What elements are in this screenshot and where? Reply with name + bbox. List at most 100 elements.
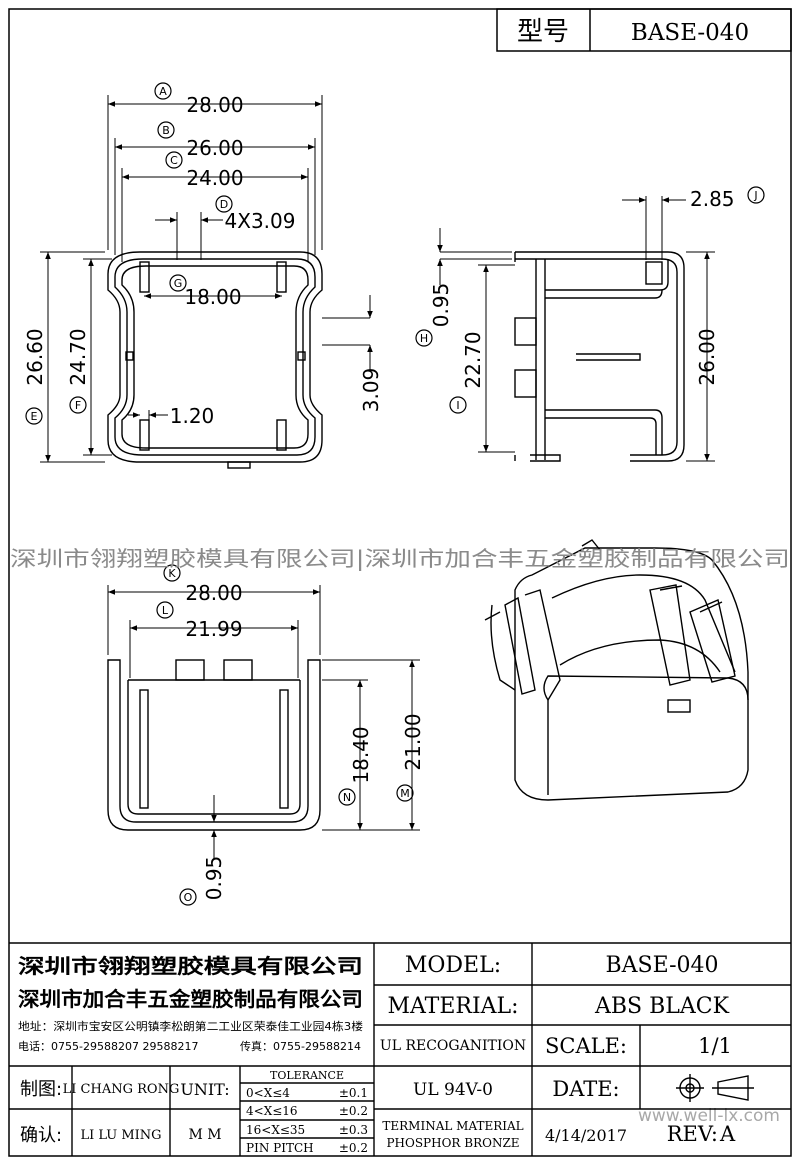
terminal-material-line-2: PHOSPHOR BRONZE [386, 1136, 519, 1150]
balloon-letters: A B C D E F G H I J K L M N O [31, 85, 758, 904]
material-value: ABS BLACK [594, 994, 730, 1019]
title-block-text: 深圳市翎翔塑胶模具有限公司 深圳市加合丰五金塑胶制品有限公司 地址：深圳市宝安区… [18, 953, 736, 1155]
ul-label: UL RECOGANITION [380, 1038, 526, 1054]
tol-value-1: ±0.1 [339, 1086, 368, 1100]
dim-D: 4X3.09 [225, 209, 296, 233]
projection-symbol-icon [676, 1074, 754, 1102]
header-model-value: BASE-040 [631, 20, 749, 46]
balloon-G [169, 274, 187, 292]
balloon-A [154, 82, 172, 100]
ul-value: UL 94V-0 [413, 1080, 493, 1100]
balloon-O [179, 888, 197, 906]
iso-view [484, 539, 749, 801]
model-label: MODEL: [405, 953, 501, 978]
dim-N: 18.40 [349, 726, 373, 783]
watermark-text: 深圳市翎翔塑胶模具有限公司|深圳市加合丰五金塑胶制品有限公司 [10, 547, 790, 572]
balloon-H [415, 329, 433, 347]
rev-value: A [719, 1122, 736, 1146]
dim-C: 24.00 [186, 166, 243, 190]
balloon-O-letter: O [184, 891, 193, 904]
tol-range-3: 16<X≤35 [246, 1123, 305, 1137]
balloon-B-letter: B [162, 124, 170, 137]
balloon-group [25, 82, 765, 906]
dim-G: 18.00 [184, 285, 241, 309]
checked-label: 确认: [20, 1125, 62, 1146]
balloon-L-letter: L [162, 604, 169, 617]
rev-label: REV: [667, 1122, 718, 1146]
top-view-labels: 28.00 26.00 24.00 4X3.09 18.00 26.60 24.… [23, 93, 383, 428]
unit-label: UNIT: [180, 1080, 229, 1099]
tol-range-4: PIN PITCH [246, 1141, 314, 1155]
front-view-labels: 28.00 21.99 18.40 21.00 0.95 [185, 581, 425, 900]
dim-K: 28.00 [185, 581, 242, 605]
dim-top-step: 0.95 [429, 283, 453, 328]
balloon-K [163, 564, 181, 582]
checked-by: LI LU MING [80, 1128, 161, 1143]
balloon-M-letter: M [400, 787, 410, 800]
company-fax: 传真：0755-29588214 [240, 1039, 361, 1053]
sheet-border [8, 8, 792, 1157]
balloon-C [165, 151, 183, 169]
dim-pin-height: 3.09 [359, 368, 383, 413]
dim-B: 26.00 [186, 136, 243, 160]
side-view-dimensions [437, 196, 715, 462]
tol-range-2: 4<X≤16 [246, 1104, 298, 1118]
dim-F: 24.70 [66, 328, 90, 385]
tol-value-3: ±0.3 [339, 1123, 368, 1137]
balloon-N [338, 788, 356, 806]
company-address: 地址：深圳市宝安区公明镇李松朗第二工业区荣泰佳工业园4栋3楼 [18, 1019, 363, 1033]
front-view-dimensions [107, 585, 420, 858]
balloon-M [396, 784, 414, 802]
balloon-H-letter: H [420, 332, 428, 345]
balloon-B [157, 121, 175, 139]
balloon-I-letter: I [456, 399, 459, 412]
date-label: DATE: [552, 1077, 619, 1101]
unit-value: M M [188, 1127, 221, 1143]
balloon-F-letter: F [75, 399, 81, 412]
title-block [9, 942, 791, 1156]
company-name-1: 深圳市翎翔塑胶模具有限公司 [18, 954, 363, 978]
dim-O: 0.95 [202, 856, 226, 901]
dim-I: 22.70 [461, 331, 485, 388]
terminal-material-line-1: TERMINAL MATERIAL [382, 1119, 523, 1133]
balloon-C-letter: C [170, 154, 178, 167]
tol-value-4: ±0.2 [339, 1141, 368, 1155]
balloon-E-letter: E [31, 410, 38, 423]
company-phone: 电话：0755-29588207 29588217 [18, 1040, 198, 1053]
dim-A: 28.00 [186, 93, 243, 117]
scale-value: 1/1 [698, 1034, 732, 1058]
top-view-dimensions [40, 95, 373, 463]
balloon-N-letter: N [343, 791, 351, 804]
header-box: 型号 BASE-040 [496, 8, 792, 52]
dim-M: 21.00 [401, 713, 425, 770]
tol-value-2: ±0.2 [339, 1104, 368, 1118]
material-label: MATERIAL: [387, 994, 518, 1019]
balloon-D [215, 195, 233, 213]
side-view [514, 251, 685, 462]
balloon-J-letter: J [753, 189, 757, 202]
drawn-by: LI CHANG RONG [63, 1082, 180, 1097]
tolerance-title: TOLERANCE [270, 1069, 344, 1082]
tol-range-1: 0<X≤4 [246, 1086, 290, 1100]
date-value: 4/14/2017 [545, 1126, 627, 1145]
dim-H: 1.20 [170, 404, 215, 428]
balloon-I [449, 396, 467, 414]
company-name-2: 深圳市加合丰五金塑胶制品有限公司 [18, 987, 363, 1011]
balloon-D-letter: D [220, 198, 228, 211]
balloon-F [69, 396, 87, 414]
balloon-A-letter: A [159, 85, 167, 98]
dim-L: 21.99 [185, 617, 242, 641]
model-value: BASE-040 [605, 953, 718, 978]
balloon-K-letter: K [168, 567, 176, 580]
dim-E: 26.60 [23, 328, 47, 385]
dim-side-h: 26.00 [695, 328, 719, 385]
watermark-url: www.well-lx.com [638, 1106, 780, 1126]
dim-J: 2.85 [690, 187, 735, 211]
side-view-labels: 2.85 0.95 22.70 26.00 [429, 187, 735, 389]
balloon-J [747, 186, 765, 204]
top-view [107, 251, 370, 469]
drawn-label: 制图: [20, 1079, 62, 1100]
balloon-G-letter: G [174, 277, 183, 290]
balloon-E [25, 407, 43, 425]
